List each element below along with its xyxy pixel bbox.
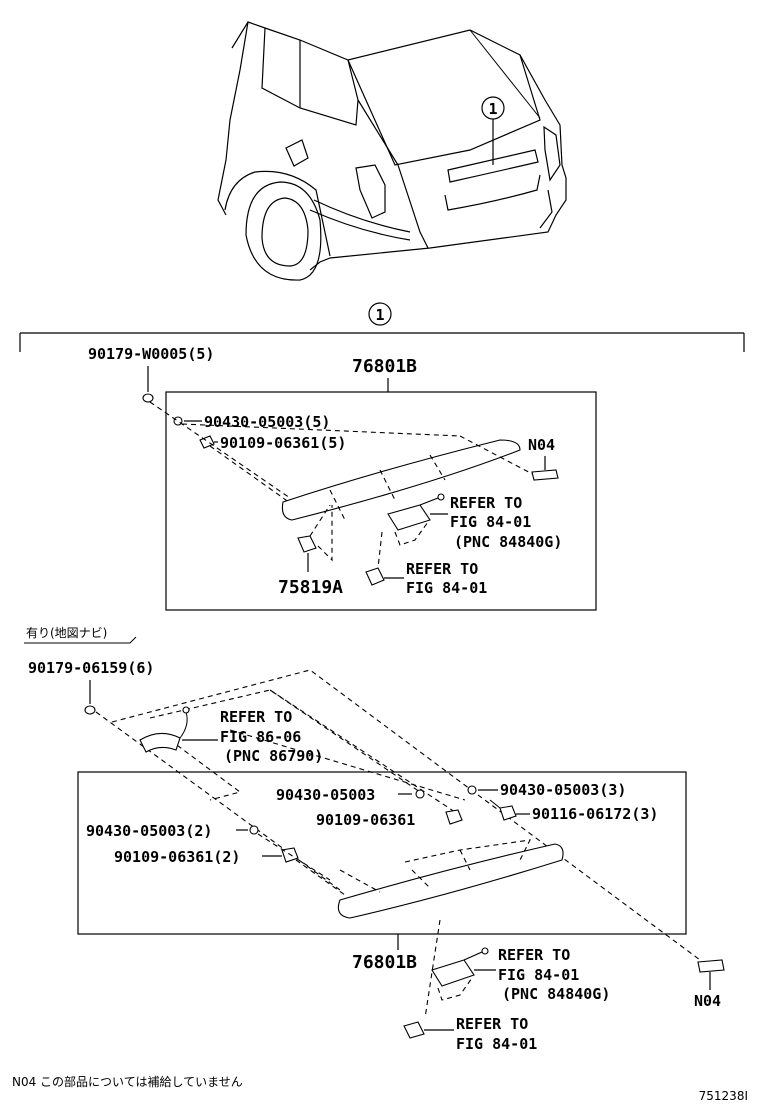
- section-one-bracket: 1: [19, 302, 745, 352]
- bracket-icon: [697, 959, 725, 973]
- reference-label: (PNC 84840G): [454, 533, 562, 551]
- part-number-label: 90109-06361(5): [220, 434, 346, 452]
- part-number-label: 90430-05003: [276, 786, 375, 804]
- reference-label: FIG 84-01: [498, 966, 579, 984]
- part-number-label: 90430-05003(2): [86, 822, 212, 840]
- reference-label: REFER TO: [220, 708, 292, 726]
- screw-icon: [445, 809, 463, 825]
- nut-icon: [173, 416, 183, 426]
- top-assembly-box: [165, 391, 597, 611]
- figure-id: 751238I: [699, 1089, 748, 1103]
- reference-label: REFER TO: [456, 1015, 528, 1033]
- n04-label: N04: [694, 992, 721, 1010]
- top-diagram: 90179-W0005(5) 76801B 90430-05003(5) 901…: [88, 345, 597, 611]
- nut-icon: [415, 789, 425, 799]
- part-number-label: 90179-06159(6): [28, 659, 154, 677]
- reference-label: FIG 86-06: [220, 728, 301, 746]
- camera-icon: [139, 732, 181, 753]
- lamp-socket-icon: [365, 567, 385, 586]
- variant-label: 有り(地図ナビ): [26, 626, 107, 640]
- part-number-label: 90109-06361(2): [114, 848, 240, 866]
- part-number-label: 75819A: [278, 577, 343, 598]
- license-lamp-icon: [431, 959, 475, 987]
- lamp-socket-icon: [403, 1021, 425, 1039]
- assembly-number-label: 76801B: [352, 356, 417, 377]
- nut-icon: [467, 785, 477, 795]
- nut-icon: [249, 825, 259, 835]
- n04-label: N04: [528, 436, 555, 454]
- bottom-diagram: 90179-06159(6) REFER TO FIG 86-06 (PNC 8…: [28, 659, 725, 1053]
- clip-icon: [297, 535, 317, 553]
- reference-label: REFER TO: [406, 560, 478, 578]
- reference-label: (PNC 84840G): [502, 985, 610, 1003]
- reference-label: REFER TO: [498, 946, 570, 964]
- reference-label: FIG 84-01: [456, 1035, 537, 1053]
- assembly-number-label: 76801B: [352, 952, 417, 973]
- footnote: N04 この部品については補給していません: [12, 1074, 243, 1089]
- screw-icon: [499, 805, 517, 821]
- part-number-label: 90109-06361: [316, 811, 415, 829]
- callout-number: 1: [488, 100, 497, 118]
- garnish-panel-icon: [281, 439, 521, 521]
- reference-label: FIG 84-01: [450, 513, 531, 531]
- vehicle-rear-view: 1: [217, 21, 567, 281]
- part-number-label: 90116-06172(3): [532, 805, 658, 823]
- garnish-panel-icon: [337, 843, 564, 919]
- reference-label: (PNC 86790): [224, 747, 323, 765]
- section-callout-number: 1: [375, 306, 384, 324]
- reference-label: FIG 84-01: [406, 579, 487, 597]
- bottom-assembly-box: [77, 771, 687, 935]
- bracket-icon: [531, 469, 559, 481]
- part-number-label: 90179-W0005(5): [88, 345, 214, 363]
- clip-icon: [142, 393, 154, 403]
- part-number-label: 90430-05003(3): [500, 781, 626, 799]
- clip-icon: [84, 705, 96, 715]
- license-lamp-icon: [387, 504, 431, 531]
- reference-label: REFER TO: [450, 494, 522, 512]
- part-number-label: 90430-05003(5): [204, 413, 330, 431]
